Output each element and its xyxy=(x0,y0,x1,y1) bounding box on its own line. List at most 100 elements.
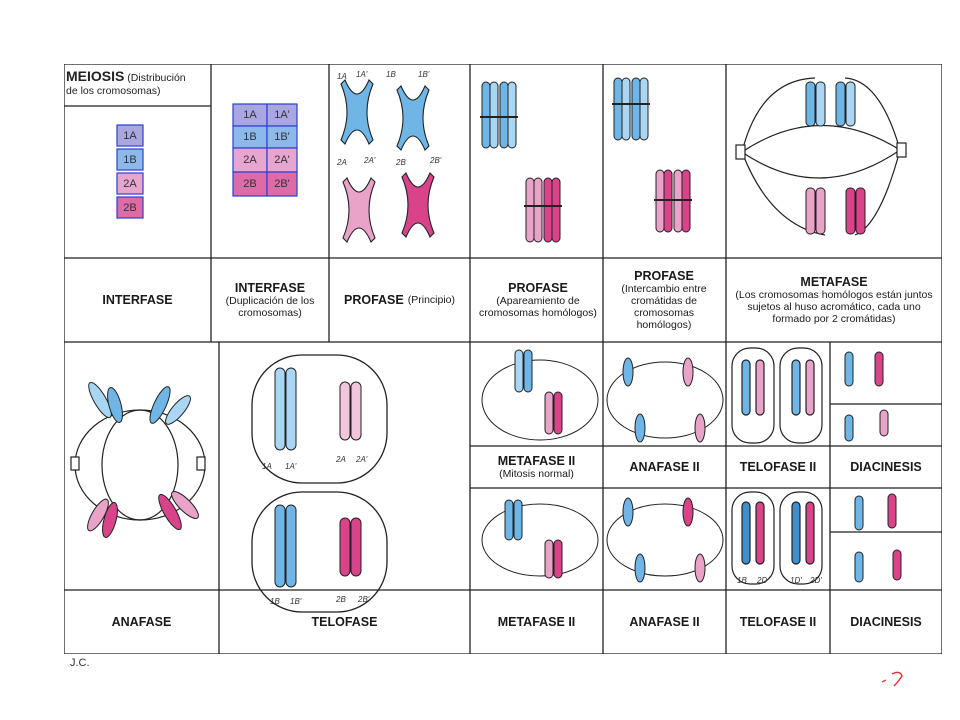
label-title: TELOFASE II xyxy=(739,615,817,629)
metafase-chromosomes xyxy=(805,81,866,235)
interfase-stack xyxy=(116,124,144,219)
label-title: INTERFASE xyxy=(102,293,173,307)
label-metafase: METAFASE (Los cromosomas homólogos están… xyxy=(730,258,938,342)
label-sub: (Los cromosomas homólogos están juntos s… xyxy=(735,289,933,325)
chrom-label: 1A' xyxy=(356,70,368,79)
label-diacinesis-bottom: DIACINESIS xyxy=(830,590,942,654)
x-chromosome xyxy=(396,85,430,151)
label-metafase2-bottom: METAFASE II xyxy=(470,590,603,654)
header-subtitle-2: de los cromosomas) xyxy=(66,85,161,97)
anafase2-mid xyxy=(606,357,724,443)
label-telofase: TELOFASE xyxy=(219,590,470,654)
label-diacinesis-mid: DIACINESIS xyxy=(830,446,942,488)
label-interfase: INTERFASE xyxy=(64,258,211,342)
profase-x-chromosomes xyxy=(340,79,435,243)
header-subtitle-1: (Distribución xyxy=(127,72,186,84)
interfase-box-1a: 1A xyxy=(123,129,137,142)
label-anafase2-mid: ANAFASE II xyxy=(603,446,726,488)
anafase2-bottom xyxy=(606,497,724,583)
telofase2-bottom xyxy=(731,491,823,585)
metafase2-bottom xyxy=(481,499,599,579)
chrom-label: 2A xyxy=(337,158,347,167)
interfase-dup-stack xyxy=(232,103,298,197)
dup-box: 1B xyxy=(243,131,257,143)
chrom-label: 1B xyxy=(737,576,747,585)
header-title: MEIOSIS xyxy=(66,68,125,84)
label-title: PROFASE xyxy=(634,269,694,283)
label-title: DIACINESIS xyxy=(850,615,922,629)
chrom-label: 2D xyxy=(757,576,768,585)
label-title: METAFASE xyxy=(800,275,868,289)
label-title: METAFASE II xyxy=(497,454,576,468)
header: MEIOSIS (Distribución de los cromosomas) xyxy=(66,68,211,98)
label-telofase2-bottom: TELOFASE II xyxy=(726,590,830,654)
label-title: ANAFASE II xyxy=(629,615,700,629)
telofase2-mid xyxy=(731,347,823,444)
telofase-cells xyxy=(251,354,388,613)
dup-box: 2B xyxy=(243,178,257,190)
label-telofase2-mid: TELOFASE II xyxy=(726,446,830,488)
anafase-spindle xyxy=(70,409,206,521)
meiosis-worksheet xyxy=(64,64,942,654)
red-pen-mark xyxy=(881,671,903,687)
label-anafase: ANAFASE xyxy=(64,590,219,654)
chrom-label: 1B xyxy=(386,70,396,79)
chrom-label: 1B xyxy=(270,597,280,606)
dup-box: 1A xyxy=(243,109,257,121)
chrom-label: 2B' xyxy=(358,595,370,604)
label-sub: (Intercambio entre cromátidas de cromoso… xyxy=(621,283,707,331)
chrom-label: 1A' xyxy=(285,462,297,471)
chrom-label: 2A' xyxy=(364,156,376,165)
dup-box: 2A' xyxy=(274,154,290,166)
label-sub: (Principio) xyxy=(407,294,455,306)
chrom-label: 2A xyxy=(336,455,346,464)
dup-box: 1B' xyxy=(274,131,290,143)
label-title: INTERFASE xyxy=(234,281,306,295)
chrom-label: 1B' xyxy=(418,70,430,79)
label-profase-inicio: PROFASE (Principio) xyxy=(329,258,470,342)
diacinesis-mid xyxy=(844,351,889,442)
table-grid xyxy=(64,64,942,654)
x-chromosome xyxy=(342,177,376,243)
label-title: PROFASE xyxy=(343,293,404,307)
label-profase-apareamiento: PROFASE (Apareamiento de cromosomas homó… xyxy=(478,258,598,342)
x-chromosome xyxy=(340,79,374,145)
label-profase-intercambio: PROFASE (Intercambio entre cromátidas de… xyxy=(606,258,722,342)
label-title: ANAFASE II xyxy=(629,460,700,474)
chrom-label: 1A xyxy=(262,462,272,471)
dup-box: 2A xyxy=(243,154,257,166)
anafase-chromatids xyxy=(87,381,199,538)
chrom-label: 2B' xyxy=(430,156,442,165)
telofase-chromosomes xyxy=(274,367,362,588)
x-chromosome xyxy=(401,172,435,238)
label-title: ANAFASE xyxy=(111,615,172,629)
chrom-label: 2B xyxy=(336,595,346,604)
author-signature: J.C. xyxy=(70,657,90,669)
chrom-label: 2B xyxy=(396,158,406,167)
dup-box: 1A' xyxy=(274,109,290,121)
label-title: TELOFASE II xyxy=(739,460,817,474)
label-sub: (Apareamiento de cromosomas homólogos) xyxy=(479,295,597,319)
chrom-label: 1D' xyxy=(790,576,802,585)
label-interfase-dup: INTERFASE (Duplicación de los cromosomas… xyxy=(211,258,329,342)
label-sub: (Mitosis normal) xyxy=(499,468,574,480)
interfase-box-1b: 1B xyxy=(123,153,137,166)
label-title: PROFASE xyxy=(508,281,568,295)
dup-box: 2B' xyxy=(274,178,290,190)
profase-paired xyxy=(480,81,562,243)
interfase-box-2b: 2B xyxy=(123,201,137,214)
label-title: TELOFASE xyxy=(311,615,378,629)
label-sub: (Duplicación de los cromosomas) xyxy=(225,295,315,319)
label-title: METAFASE II xyxy=(497,615,576,629)
metafase2-mid xyxy=(481,349,599,441)
label-metafase2-mid: METAFASE II (Mitosis normal) xyxy=(470,446,603,488)
chrom-label: 1B' xyxy=(290,597,302,606)
label-anafase2-bottom: ANAFASE II xyxy=(603,590,726,654)
chrom-label: 2A' xyxy=(356,455,368,464)
interfase-box-2a: 2A xyxy=(123,177,137,190)
label-title: DIACINESIS xyxy=(850,460,922,474)
diacinesis-bottom xyxy=(854,493,902,583)
profase-crossover xyxy=(612,77,692,233)
chrom-label: 2D' xyxy=(810,576,822,585)
